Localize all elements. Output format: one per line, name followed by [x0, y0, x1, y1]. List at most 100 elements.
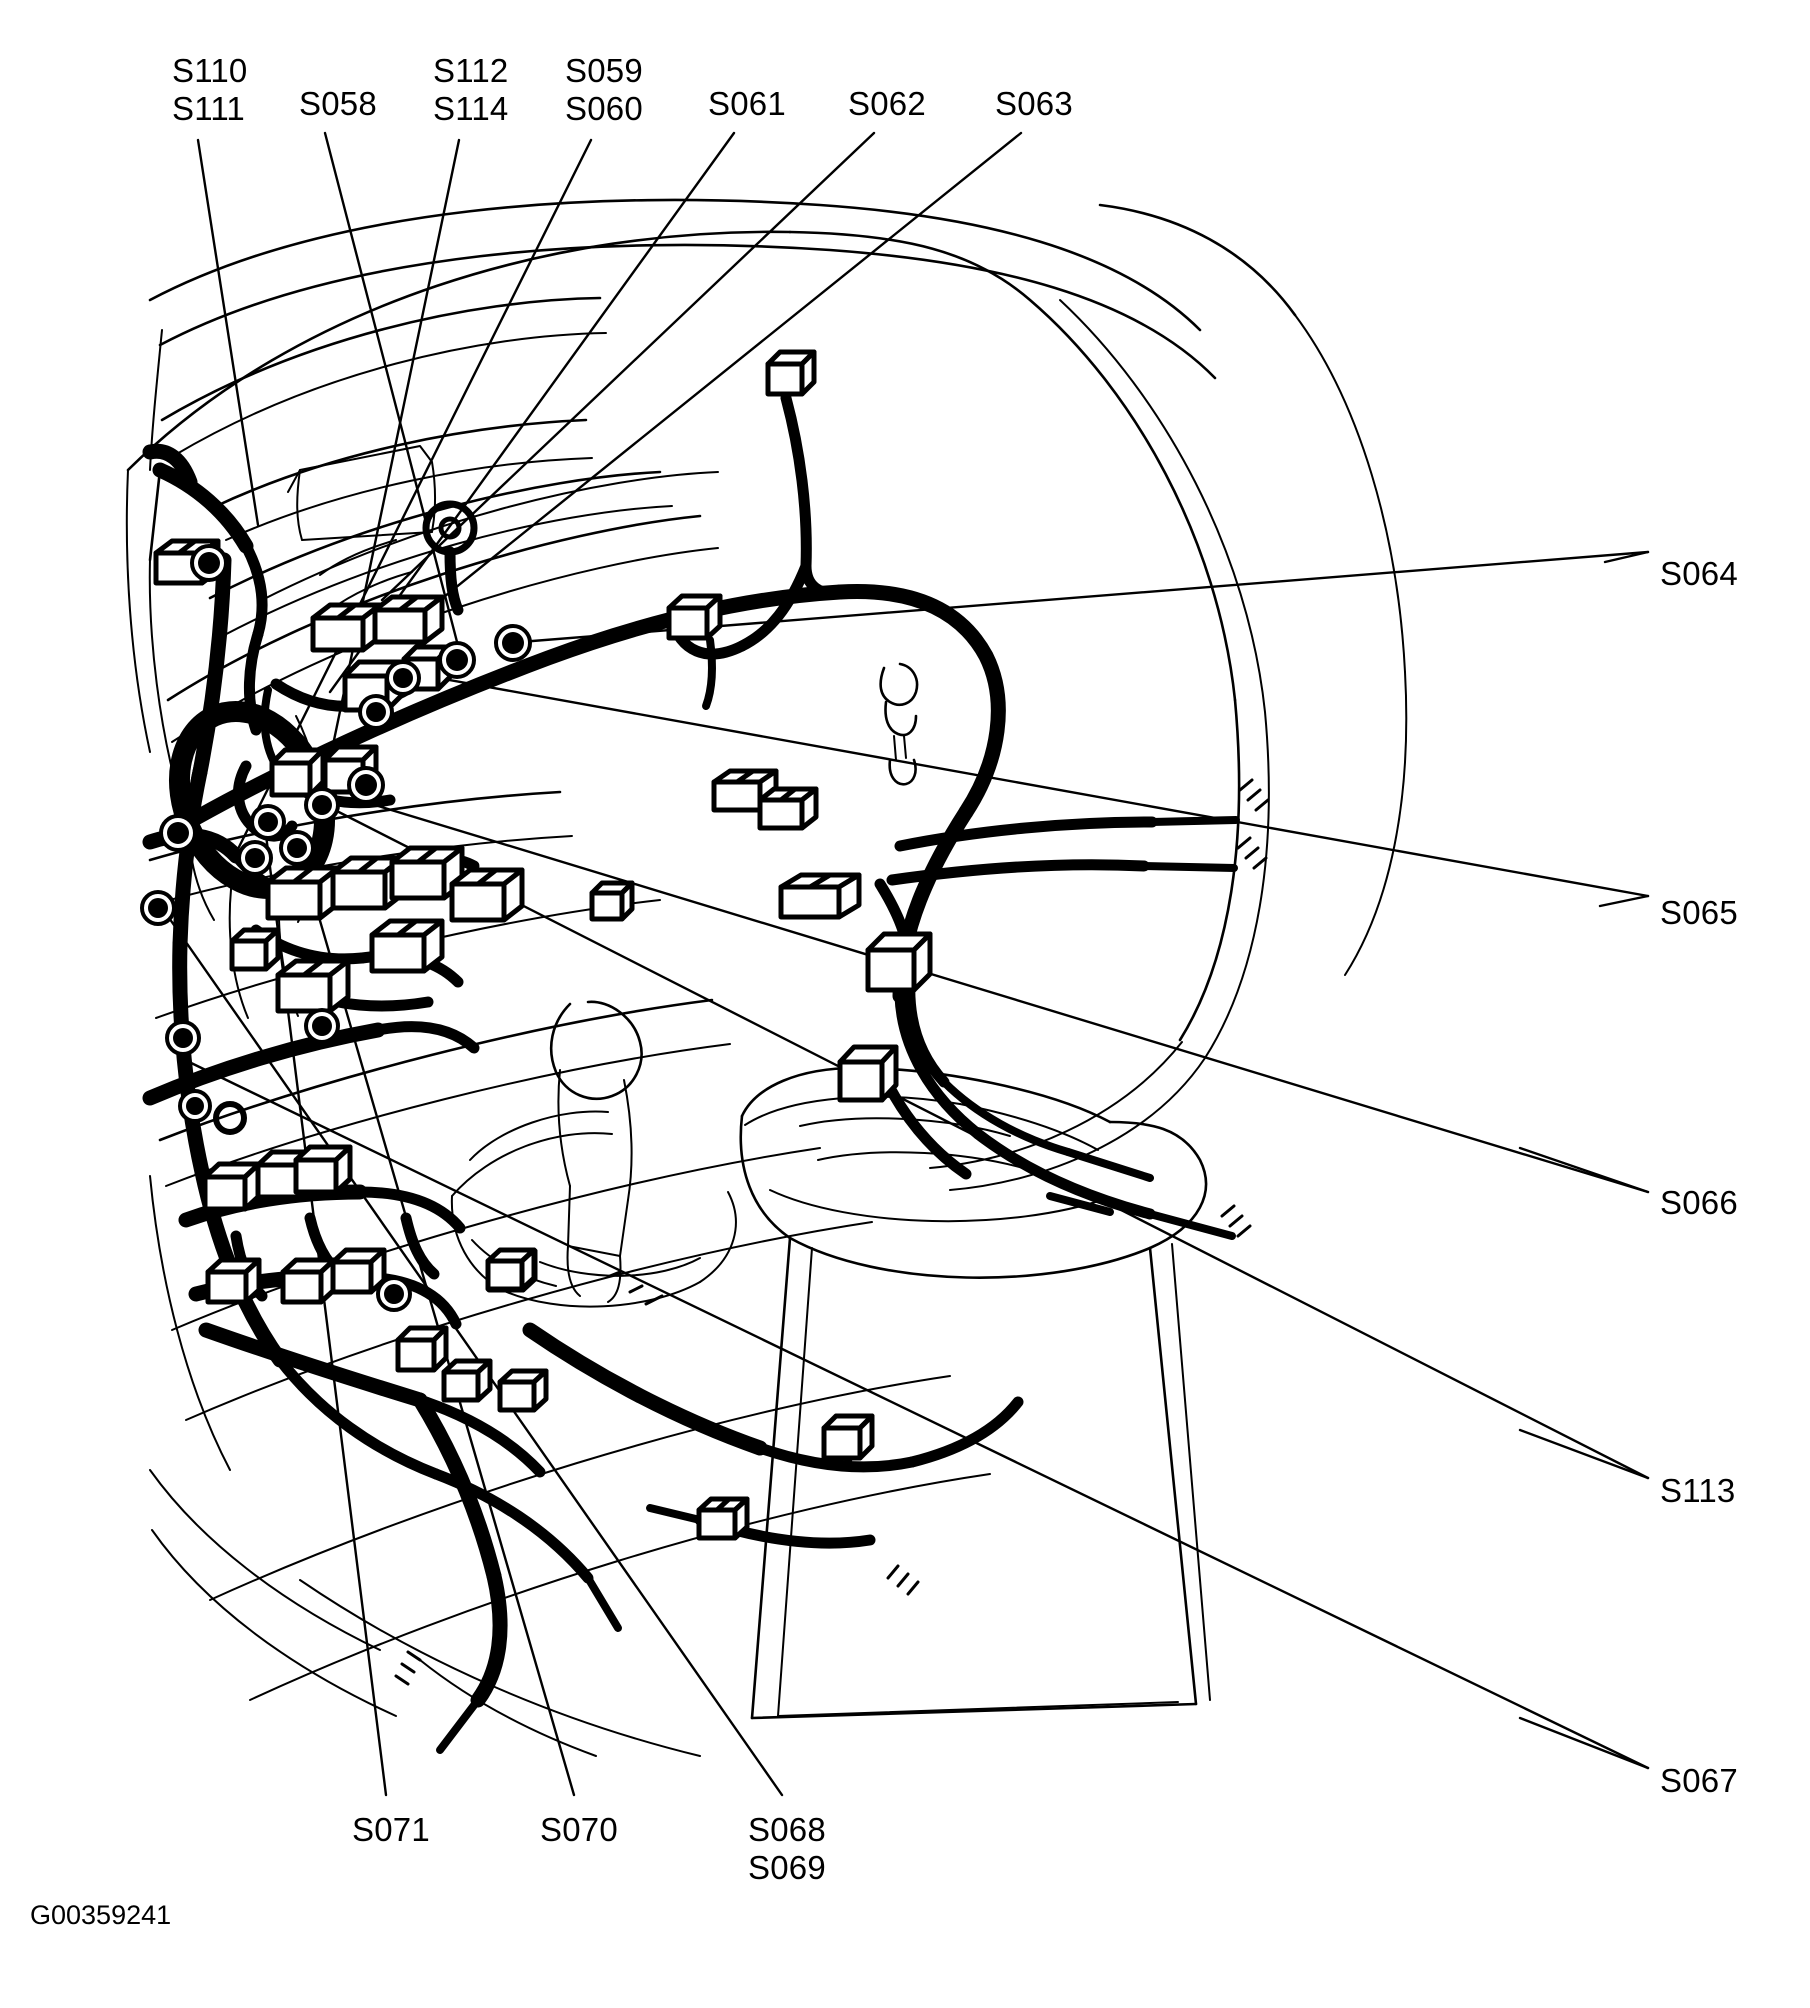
splice-dot [245, 848, 265, 868]
door-sill-panel [149, 1469, 597, 1757]
splice-label-s113: S113 [1660, 1472, 1736, 1509]
splice-marker-sp-16 [376, 1276, 412, 1312]
connector-rib [336, 603, 357, 620]
leader-line-s058 [323, 131, 465, 667]
connector-c-06 [269, 747, 326, 798]
connector-side-face [732, 1496, 750, 1541]
connector-c-25 [765, 349, 817, 397]
connector-side-face [263, 927, 281, 972]
connector-side-face [836, 872, 862, 920]
splice-label-s060: S060 [565, 90, 643, 128]
splice-label-s110: S110 [172, 52, 248, 89]
connector-c-35 [696, 1496, 750, 1541]
leader-line-s059 [234, 138, 593, 855]
wire-end-marks [394, 778, 1270, 1686]
splice-label-s059: S059 [565, 52, 643, 89]
connector-rib [476, 868, 498, 886]
splice-label-s067: S067 [1660, 1762, 1738, 1799]
connector-rib [416, 846, 438, 864]
leader-dash-s067 [1518, 1716, 1650, 1770]
connector-c-02 [310, 602, 383, 653]
connector-side-face [799, 786, 819, 831]
connector-front-face [255, 1162, 301, 1200]
connector-front-face [765, 361, 805, 397]
splice-label-s064: S064 [1660, 555, 1738, 592]
callout-label-s066: S066 [1660, 1184, 1738, 1222]
connector-c-14 [275, 958, 351, 1014]
connector-side-face [501, 867, 525, 923]
splice-label-s066: S066 [1660, 1184, 1738, 1221]
connector-rib [808, 872, 832, 890]
connector-c-33 [485, 1247, 537, 1292]
splice-marker-sp-15 [178, 1089, 212, 1123]
connector-side-face [799, 349, 817, 397]
splice-dot [148, 898, 168, 918]
instrument-panel [166, 418, 719, 743]
splice-label-s111: S111 [172, 90, 245, 128]
connector-side-face [619, 880, 635, 922]
connector-side-face [431, 1325, 449, 1373]
connector-rib [357, 856, 379, 874]
connector-side-face [475, 1358, 493, 1403]
connector-rib [177, 539, 197, 555]
connector-front-face [757, 797, 805, 831]
splice-label-s065: S065 [1660, 894, 1738, 931]
splice-marker-sp-11 [279, 830, 315, 866]
splice-dot [312, 795, 332, 815]
connector-c-31 [865, 931, 933, 993]
callout-label-s070: S070 [540, 1811, 618, 1849]
splice-dot [312, 1016, 332, 1036]
leader-line-s062 [380, 131, 876, 602]
connector-c-12 [449, 867, 525, 923]
splice-label-s112: S112 [433, 52, 509, 89]
connector-rib [715, 1497, 731, 1512]
splice-marker-sp-07 [304, 787, 340, 823]
connector-rib [302, 959, 324, 977]
connector-c-26 [666, 593, 723, 641]
connector-front-face [275, 972, 333, 1014]
connector-side-face [421, 918, 445, 974]
connector-side-face [327, 958, 351, 1014]
connector-front-face [202, 1174, 248, 1212]
connector-side-face [422, 594, 445, 645]
connector-c-19 [280, 1257, 337, 1305]
splice-label-s068: S068 [748, 1811, 826, 1848]
connector-front-face [778, 884, 842, 920]
splice-label-s063: S063 [995, 85, 1073, 122]
callout-label-s061: S061 [708, 85, 786, 123]
splice-dot [393, 668, 413, 688]
leader-line-s067 [183, 1058, 1650, 1770]
connector-c-29 [778, 872, 862, 920]
splice-label-s070: S070 [540, 1811, 618, 1848]
splice-dot [366, 702, 386, 722]
body-shell-outline [126, 198, 1408, 1191]
splice-marker-sp-01 [190, 544, 228, 582]
connector-front-face [485, 1258, 525, 1292]
splice-dot [287, 838, 307, 858]
connector-c-11 [389, 845, 465, 901]
connector-c-30 [589, 880, 635, 922]
connector-side-face [243, 1257, 262, 1305]
connector-side-face [531, 1368, 549, 1413]
misc-hardware [213, 500, 919, 1135]
connector-side-face [519, 1247, 537, 1292]
splice-marker-sp-02 [494, 624, 532, 662]
connector-c-23 [497, 1368, 549, 1413]
leader-line-s070 [296, 843, 576, 1797]
connector-rib [292, 866, 314, 884]
leader-line-s110 [196, 138, 260, 527]
connector-front-face [372, 607, 428, 645]
splice-marker-sp-12 [140, 890, 176, 926]
splice-dot [384, 1284, 404, 1304]
connector-front-face [711, 779, 763, 813]
connector-c-20 [330, 1247, 387, 1295]
connector-c-03 [372, 594, 445, 645]
splice-marker-sp-05 [358, 694, 394, 730]
connector-side-face [857, 1413, 875, 1461]
splice-marker-sp-03 [438, 641, 476, 679]
splice-dot [446, 649, 468, 671]
callout-label-s071: S071 [352, 1811, 430, 1849]
